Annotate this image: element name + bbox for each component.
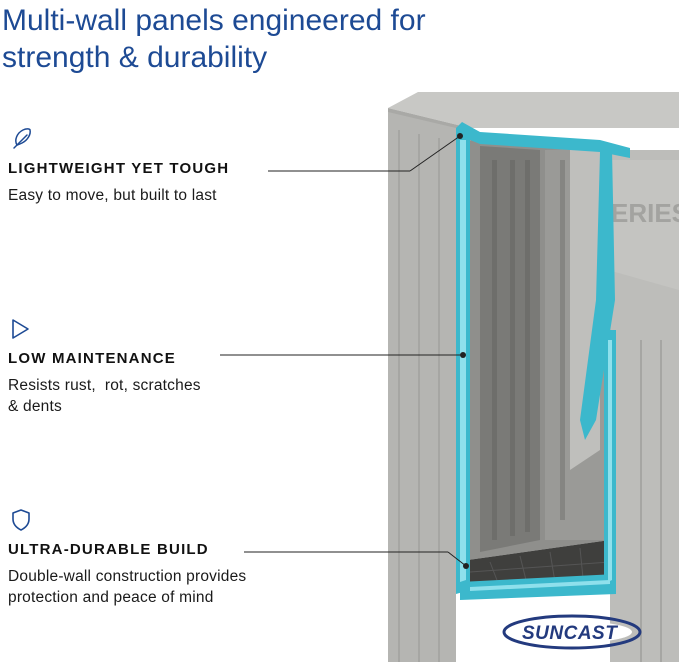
feature-title: ULTRA-DURABLE BUILD (8, 541, 209, 558)
feather-icon (13, 128, 31, 149)
headline: Multi-wall panels engineered for strengt… (2, 2, 602, 76)
feature-description: Resists rust, rot, scratches & dents (8, 375, 258, 417)
headline-line-1: Multi-wall panels engineered for (2, 4, 426, 37)
feature-ultra-durable: ULTRA-DURABLE BUILD Double-wall construc… (8, 507, 328, 608)
feature-description-line-1: Double-wall construction provides (8, 568, 247, 585)
door-label-panel (608, 160, 679, 290)
feature-description-line-2: protection and peace of mind (8, 589, 214, 606)
suncast-logo: SUNCAST (502, 614, 642, 650)
feature-title: LOW MAINTENANCE (8, 350, 176, 367)
wall-cutaway-top (456, 122, 630, 158)
interior-rib (560, 160, 565, 520)
feature-lightweight: LIGHTWEIGHT YET TOUGH Easy to move, but … (8, 126, 258, 206)
logo-swoosh (502, 614, 642, 650)
feature-description-line-1: Resists rust, rot, scratches (8, 377, 201, 394)
feature-low-maintenance: LOW MAINTENANCE Resists rust, rot, scrat… (8, 316, 258, 417)
interior-rib (492, 160, 497, 540)
feature-description: Easy to move, but built to last (8, 187, 217, 204)
side-wall-rib (398, 130, 400, 662)
cabinet-roof (388, 92, 679, 128)
feature-description-line-2: & dents (8, 398, 62, 415)
play-triangle-icon (12, 319, 29, 339)
interior-rib (510, 160, 515, 536)
headline-line-2: strength & durability (2, 41, 268, 74)
side-wall-rib (438, 138, 440, 662)
door-label-text: ERIES (611, 198, 679, 228)
logo-text: SUNCAST (522, 623, 618, 644)
feature-title: LIGHTWEIGHT YET TOUGH (8, 160, 230, 177)
wall-cutaway-door (580, 150, 615, 440)
side-wall-rib (418, 134, 420, 662)
feature-description: Double-wall construction provides protec… (8, 566, 328, 608)
interior-rib (525, 160, 530, 532)
shield-icon (12, 509, 30, 531)
